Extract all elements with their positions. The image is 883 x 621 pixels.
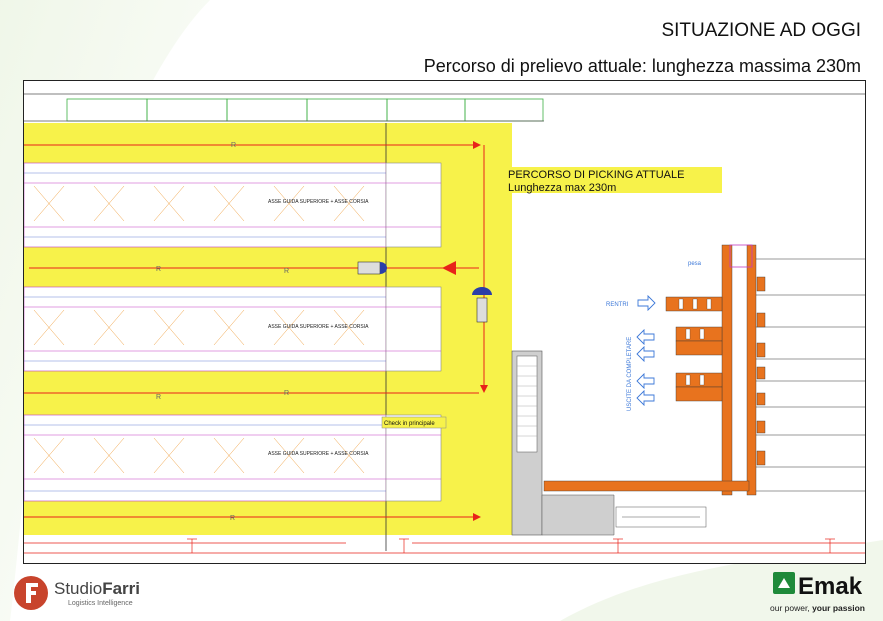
warehouse-plan-frame: ASSE GUIDA SUPERIORE + ASSE CORSIA ASSE … [23,80,866,564]
aisle-label-1: ASSE GUIDA SUPERIORE + ASSE CORSIA [268,199,369,205]
svg-text:StudioFarri: StudioFarri [54,579,140,598]
studiofarri-logo: StudioFarri Logistics Intelligence [14,576,140,610]
rack-block-2 [24,286,442,372]
rack-block-3 [24,414,442,502]
callout-subtitle: Lunghezza max 230m [508,182,616,194]
svg-text:Logistics Intelligence: Logistics Intelligence [68,600,133,607]
warehouse-layout: ASSE GUIDA SUPERIORE + ASSE CORSIA ASSE … [24,93,865,554]
svg-text:R: R [231,142,236,149]
building-perimeter [24,538,865,554]
callout-title: PERCORSO DI PICKING ATTUALE [508,169,684,181]
page-subtitle: Percorso di prelievo attuale: lunghezza … [423,56,861,76]
ramp-corridor [511,350,707,536]
route-arrowhead-left [442,261,456,275]
picking-route [24,141,488,521]
svg-text:R: R [284,268,289,275]
top-bays [66,98,544,122]
emak-logo: Emak our power, your passion [770,572,865,613]
conveyor-system [543,244,865,496]
svg-text:R: R [156,266,161,273]
svg-text:R: R [284,390,289,397]
svg-text:our power, your passion: our power, your passion [770,603,865,613]
return-markers: R R R R R R [156,142,289,522]
forklift-icon [357,261,387,275]
page-title: SITUAZIONE AD OGGI [661,20,861,41]
picker-cart-icon [472,287,492,323]
svg-text:Emak: Emak [798,573,863,600]
outbound-label: USCITE DA COMPLETARE [627,337,633,411]
aisle-label-2: ASSE GUIDA SUPERIORE + ASSE CORSIA [268,324,369,330]
outbound-arrow-icons [636,328,655,407]
scale-label: pesa [688,261,702,267]
rack-block-1 [24,162,442,248]
returns-arrow-icon [637,294,656,312]
check-in-label: Check in principale [384,421,435,427]
svg-text:R: R [230,515,235,522]
returns-label: RENTRI [606,302,629,308]
aisle-label-3: ASSE GUIDA SUPERIORE + ASSE CORSIA [268,451,369,457]
svg-text:R: R [156,394,161,401]
